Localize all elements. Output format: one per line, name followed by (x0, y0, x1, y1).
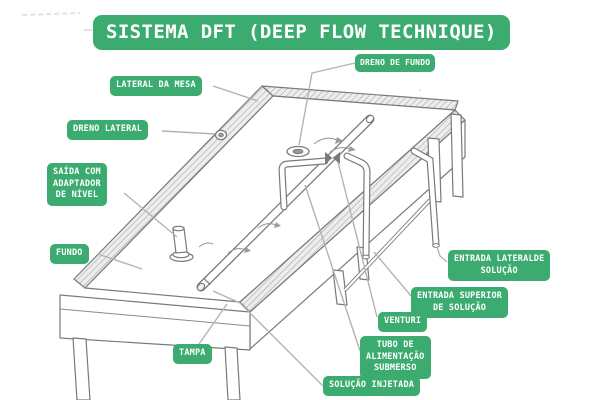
leg (72, 337, 91, 400)
venturi-assembly (278, 152, 340, 211)
label-fundo: FUNDO (50, 244, 89, 264)
diagram-title: SISTEMA DFT (DEEP FLOW TECHNIQUE) (93, 15, 510, 50)
leg (224, 346, 241, 400)
leader-lateral-da-mesa (212, 85, 259, 102)
label-entrada-superior: ENTRADA SUPERIOR DE SOLUÇÃO (411, 287, 509, 318)
label-dreno-de-fundo: DRENO DE FUNDO (355, 54, 436, 72)
lateral-inlet-pipe (410, 147, 440, 248)
leader-lines (97, 62, 448, 387)
label-saida-com-adaptador: SAÍDA COM ADAPTADOR DE NÍVEL (47, 163, 107, 206)
bottom-drain (286, 145, 310, 158)
leader-fundo (97, 253, 143, 270)
leader-entrada-superior (373, 251, 413, 298)
leader-entrada-lateral (436, 246, 448, 263)
leg (450, 113, 464, 198)
leader-solucao-injetada (212, 290, 324, 387)
leader-tampa (198, 303, 228, 345)
level-adapter-outlet (169, 225, 194, 263)
label-tampa: TAMPA (173, 344, 212, 364)
side-drain (214, 129, 228, 141)
near-end-face (59, 294, 251, 351)
label-entrada-lateral: ENTRADA LATERALDE SOLUÇÃO (448, 250, 551, 281)
leader-dreno-lateral (161, 130, 216, 135)
label-solucao-injetada: SOLUÇÃO INJETADA (323, 376, 421, 396)
label-venturi: VENTURI (378, 312, 428, 332)
label-lateral-da-mesa: LATERAL DA MESA (110, 76, 202, 96)
leader-dreno-de-fundo (298, 62, 356, 146)
venturi-valve (325, 152, 340, 164)
label-dreno-lateral: DRENO LATERAL (67, 120, 149, 140)
label-tubo-alimentacao: TUBO DE ALIMENTAÇÃO SUBMERSO (360, 336, 431, 379)
leader-venturi (337, 161, 378, 318)
leader-tubo (304, 184, 361, 352)
flow-arrows (198, 137, 356, 254)
leader-saida (123, 192, 178, 238)
